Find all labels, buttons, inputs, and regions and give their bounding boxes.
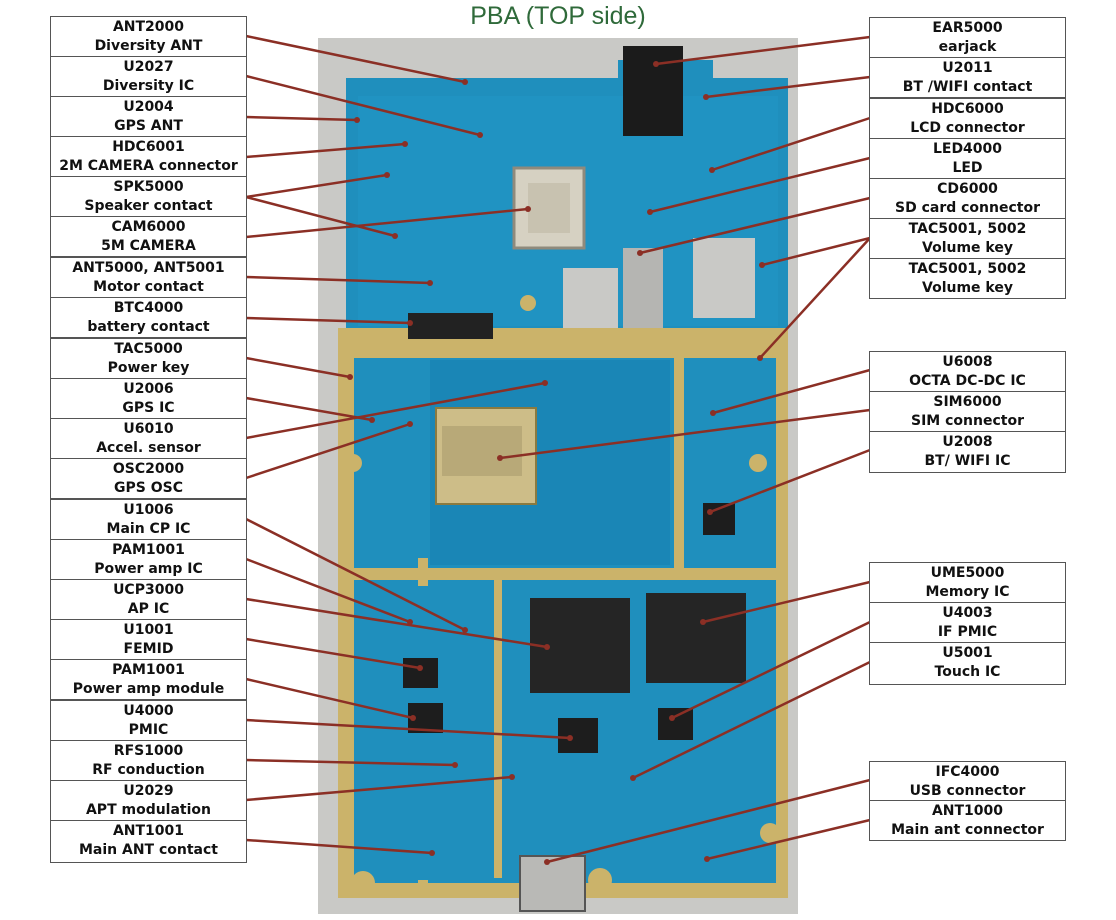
leader-u5001 bbox=[632, 660, 871, 780]
leader-ucp3000 bbox=[245, 597, 548, 649]
leader-u1001 bbox=[245, 637, 421, 670]
leader-ifc4000 bbox=[546, 778, 871, 864]
leader-u1006 bbox=[245, 517, 466, 632]
leader-sim6000 bbox=[499, 408, 871, 460]
leader-u6010 bbox=[245, 381, 546, 440]
leader-u2006 bbox=[245, 396, 373, 422]
leader-ant2000 bbox=[245, 34, 466, 84]
leader-u2029 bbox=[245, 775, 513, 802]
leader-u2027 bbox=[245, 74, 481, 137]
leader-spk5000-b bbox=[245, 195, 396, 238]
leader-led4000 bbox=[649, 156, 871, 214]
leader-u6008 bbox=[712, 368, 871, 415]
leader-spk5000-a bbox=[245, 173, 388, 199]
diagram-title: PBA (TOP side) bbox=[470, 2, 646, 30]
leader-u2004 bbox=[245, 115, 358, 122]
leader-tac5001-b bbox=[759, 237, 871, 359]
leader-tac5000 bbox=[245, 356, 351, 379]
leader-hdc6001 bbox=[245, 142, 406, 159]
pcb-board-image bbox=[318, 38, 798, 914]
leader-ant5000 bbox=[245, 275, 431, 285]
leader-ant1000 bbox=[706, 818, 871, 861]
leader-osc2000 bbox=[245, 422, 411, 480]
leader-tac5001-a bbox=[761, 236, 871, 267]
leader-pam1001-b bbox=[245, 677, 414, 720]
leader-u4003 bbox=[671, 620, 871, 720]
leader-hdc6000 bbox=[711, 116, 871, 172]
leader-ant1001 bbox=[245, 838, 433, 855]
leader-rfs1000 bbox=[245, 758, 456, 767]
leader-ume5000 bbox=[702, 580, 871, 624]
leader-cd6000 bbox=[639, 196, 871, 255]
leader-ear5000 bbox=[655, 35, 871, 66]
leader-cam6000 bbox=[245, 207, 529, 239]
leader-u4000 bbox=[245, 718, 571, 740]
leader-u2011 bbox=[705, 75, 871, 99]
leader-pam1001-a bbox=[245, 557, 411, 624]
leader-btc4000 bbox=[245, 316, 411, 325]
leader-u2008 bbox=[709, 448, 871, 514]
